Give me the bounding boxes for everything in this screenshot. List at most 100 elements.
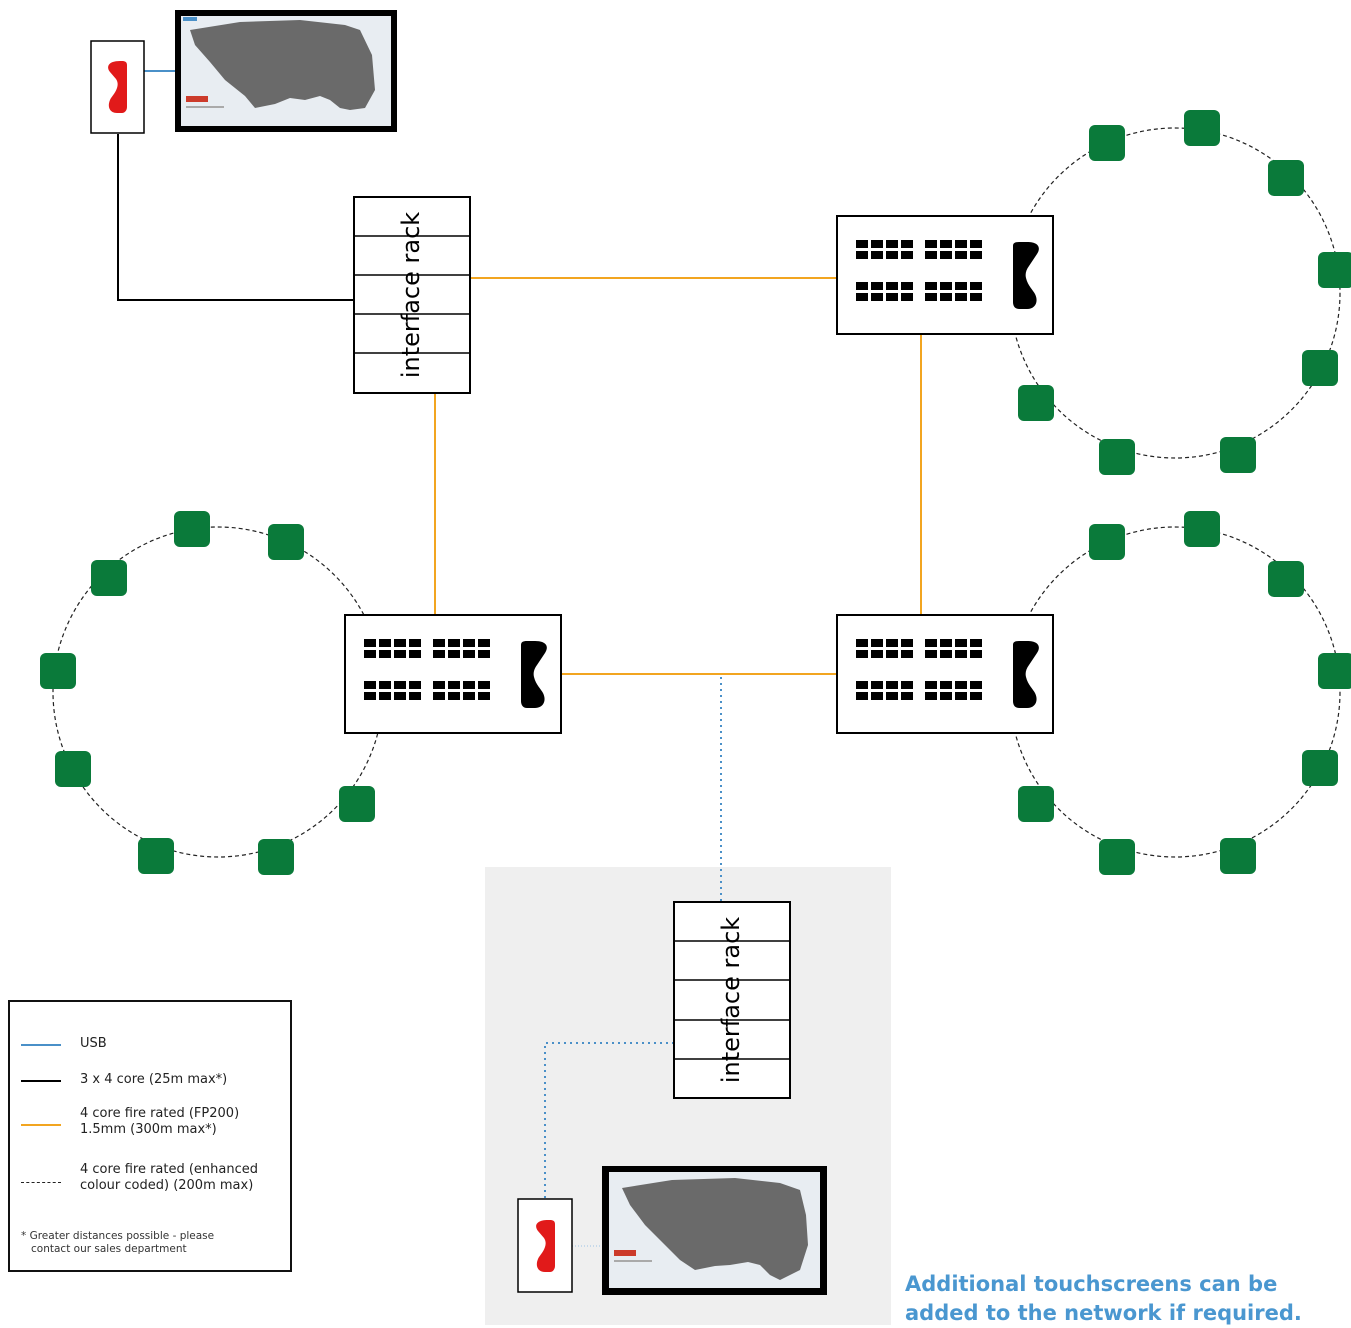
keypad-key (970, 639, 982, 647)
keypad-key (394, 650, 406, 658)
callout-text: Additional touchscreens can be added to … (905, 1270, 1351, 1328)
keypad-key (970, 650, 982, 658)
handset-icon (1013, 641, 1039, 708)
keypad-key (364, 639, 376, 647)
keypad-key (955, 681, 967, 689)
keypad-key (886, 282, 898, 290)
keypad-key (955, 251, 967, 259)
keypad-key (955, 240, 967, 248)
outstation-unit (1220, 437, 1256, 473)
keypad-key (448, 650, 460, 658)
callout-line-2: added to the network if required. (905, 1301, 1302, 1325)
keypad-key (940, 251, 952, 259)
keypad-key (901, 251, 913, 259)
keypad-key (856, 293, 868, 301)
outstation-unit (1184, 110, 1220, 146)
keypad-key (409, 639, 421, 647)
legend-label: 4 core fire rated (FP200) 1.5mm (300m ma… (80, 1106, 240, 1137)
core-swatch (21, 1080, 61, 1082)
outstation-unit (174, 511, 210, 547)
outstation-unit (339, 786, 375, 822)
keypad-key (409, 650, 421, 658)
keypad-key (871, 692, 883, 700)
keypad-key (856, 692, 868, 700)
keypad-key (886, 293, 898, 301)
keypad-key (448, 681, 460, 689)
outstation-unit (1268, 160, 1304, 196)
keypad-key (901, 681, 913, 689)
outstation-unit (1318, 252, 1351, 288)
handset-box-top (90, 40, 145, 134)
keypad-key (940, 650, 952, 658)
interface-rack-bottom: interface rack (673, 901, 791, 1099)
keypad-key (379, 639, 391, 647)
control-panel-ne (836, 215, 1054, 335)
keypad-key (940, 282, 952, 290)
keypad-key (940, 240, 952, 248)
rack-label-top: interface rack (397, 212, 425, 378)
keypad-key (394, 639, 406, 647)
keypad-key (448, 639, 460, 647)
keypad-key (433, 650, 445, 658)
outstation-unit (55, 751, 91, 787)
keypad-key (433, 681, 445, 689)
outstation-unit (1089, 524, 1125, 560)
outstation-unit (1184, 511, 1220, 547)
keypad-key (463, 692, 475, 700)
legend: USB 3 x 4 core (25m max*) 4 core fire ra… (8, 1000, 292, 1272)
keypad-key (970, 293, 982, 301)
keypad-key (970, 692, 982, 700)
keypad-key (478, 681, 490, 689)
keypad-key (940, 293, 952, 301)
keypad-key (856, 240, 868, 248)
keypad-key (871, 639, 883, 647)
keypad-key (955, 639, 967, 647)
keypad-key (364, 692, 376, 700)
interface-rack-top: interface rack (353, 196, 471, 394)
keypad-key (433, 639, 445, 647)
keypad-key (925, 650, 937, 658)
keypad-key (955, 692, 967, 700)
outstation-unit (1089, 125, 1125, 161)
keypad-key (955, 293, 967, 301)
outstation-unit (40, 653, 76, 689)
keypad-key (901, 639, 913, 647)
keypad-key (409, 681, 421, 689)
keypad-key (940, 692, 952, 700)
keypad-key (871, 282, 883, 290)
handset-box-bottom (517, 1198, 573, 1293)
keypad-key (901, 282, 913, 290)
outstation-unit (138, 838, 174, 874)
keypad-key (394, 681, 406, 689)
keypad-key (379, 650, 391, 658)
keypad-key (970, 251, 982, 259)
keypad-key (871, 293, 883, 301)
handset-icon (521, 641, 547, 708)
keypad-key (925, 282, 937, 290)
keypad-key (925, 681, 937, 689)
fire-rated-swatch (21, 1124, 61, 1126)
outstation-unit (1318, 653, 1351, 689)
keypad-key (955, 282, 967, 290)
outstation-unit (1302, 750, 1338, 786)
keypad-key (940, 639, 952, 647)
touchscreen-top (175, 10, 397, 132)
keypad-key (871, 681, 883, 689)
dotted-link-rack-to-handset (544, 1042, 674, 1198)
keypad-key (940, 681, 952, 689)
outstation-unit (1268, 561, 1304, 597)
keypad-key (856, 650, 868, 658)
keypad-key (970, 240, 982, 248)
control-panel-sw (344, 614, 562, 734)
keypad-key (409, 692, 421, 700)
keypad-key (925, 639, 937, 647)
keypad-key (901, 650, 913, 658)
touchscreen-bottom (602, 1166, 827, 1295)
keypad-key (463, 650, 475, 658)
keypad-key (478, 692, 490, 700)
keypad-key (970, 282, 982, 290)
outstation-unit (1018, 786, 1054, 822)
keypad-key (433, 692, 445, 700)
keypad-key (901, 293, 913, 301)
